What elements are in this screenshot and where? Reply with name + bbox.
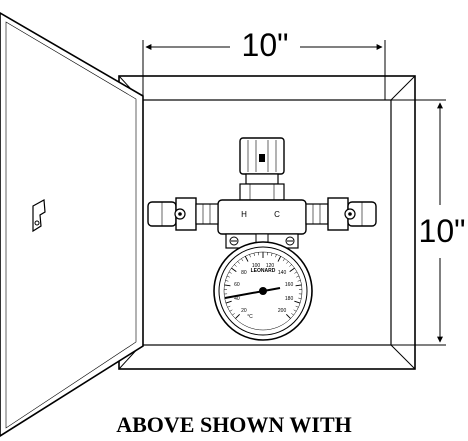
gauge-tick	[289, 264, 292, 267]
gauge-tick	[237, 261, 240, 264]
gauge-scale-label: 120	[266, 263, 275, 269]
gauge-tick	[298, 297, 302, 299]
gauge-tick	[294, 271, 298, 274]
gauge-tick	[227, 305, 231, 308]
gauge-scale-label: 140	[278, 270, 287, 276]
gauge-tick	[226, 275, 230, 278]
gauge-tick	[286, 314, 291, 319]
gauge-tick	[296, 275, 300, 278]
caption: ABOVE SHOWN WITH	[116, 412, 352, 437]
gauge-scale-label: 60	[234, 282, 240, 288]
height-dimension: 10"	[391, 99, 466, 346]
gauge-tick	[294, 300, 301, 304]
gauge-scale-label: 80	[241, 270, 247, 276]
cold-label: C	[274, 210, 280, 219]
gauge-tick	[231, 267, 237, 272]
gauge-tick	[225, 300, 232, 304]
gauge-tick	[249, 254, 251, 258]
gauge-scale-label: 180	[285, 296, 294, 302]
gauge-tick	[241, 258, 244, 262]
gauge-scale-label: 100	[252, 263, 261, 269]
gauge-tick	[234, 264, 237, 267]
gauge-tick	[225, 280, 229, 282]
gauge-tick	[291, 313, 294, 316]
gauge-ticks	[224, 252, 302, 319]
gauge-tick	[277, 256, 282, 262]
gauge-tick	[295, 305, 299, 308]
open-door	[0, 12, 144, 437]
gauge-tick	[297, 280, 301, 282]
gauge-tick	[271, 253, 273, 257]
gauge-needle	[224, 287, 281, 299]
gauge-brand: LEONARD	[251, 268, 276, 274]
width-dimension: 10"	[142, 27, 386, 100]
mixing-valve: H C	[217, 137, 307, 249]
height-label: 10"	[419, 213, 466, 249]
gauge-tick	[289, 267, 295, 272]
gauge-tick	[253, 253, 255, 257]
gauge-scale-label: 200	[278, 308, 287, 314]
gauge-tick	[286, 261, 289, 264]
right-ball-valve	[305, 197, 377, 231]
gauge-unit: °C	[247, 314, 253, 320]
gauge-tick	[295, 284, 302, 287]
gauge-tick	[232, 313, 235, 316]
gauge-tick	[228, 271, 232, 274]
gauge-tick	[282, 258, 285, 262]
gauge-scale-label: 160	[285, 282, 294, 288]
gauge-tick	[229, 309, 233, 312]
door-latch-icon	[32, 199, 46, 233]
gauge-tick	[293, 309, 297, 312]
width-label: 10"	[242, 27, 289, 63]
gauge-scale-label: 20	[241, 308, 247, 314]
gauge-tick	[244, 256, 249, 262]
left-ball-valve	[147, 197, 219, 231]
gauge-tick	[235, 314, 240, 319]
gauge-tick	[224, 284, 231, 287]
hot-label: H	[241, 210, 247, 219]
gauge-tick	[275, 254, 277, 258]
gauge-scale-label: 40	[234, 296, 240, 302]
